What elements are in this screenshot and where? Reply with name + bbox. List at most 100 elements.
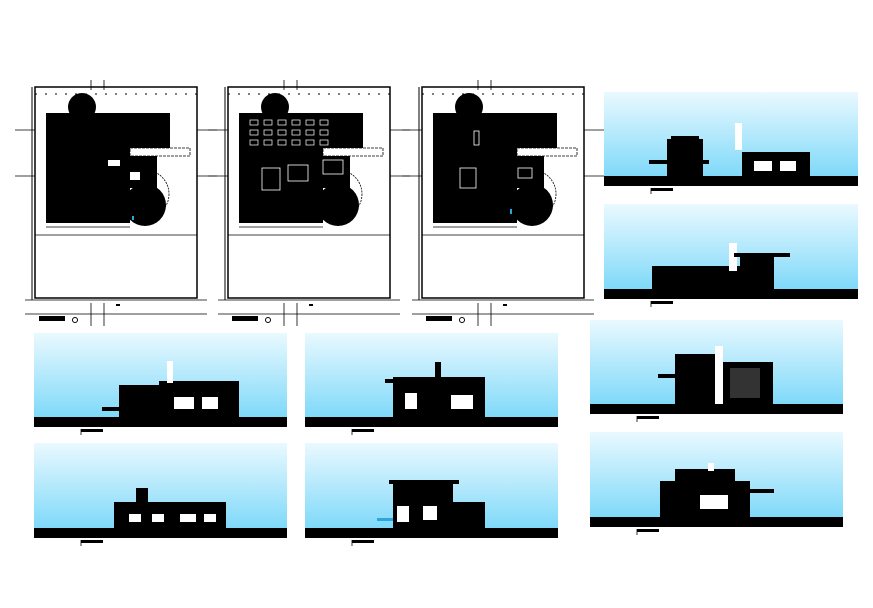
building-element xyxy=(385,379,423,383)
elevation-1 xyxy=(604,92,858,194)
round-pavilion xyxy=(317,184,359,226)
ground-line xyxy=(305,417,558,427)
building-element xyxy=(119,385,159,417)
building-element xyxy=(136,488,148,504)
room-outline xyxy=(291,139,301,146)
building-element xyxy=(202,397,218,409)
room-outline xyxy=(263,119,273,126)
building-core xyxy=(514,156,544,188)
building-element xyxy=(389,480,459,484)
building-element xyxy=(649,160,709,164)
north-arrow-icon xyxy=(265,317,271,323)
room-outline xyxy=(249,119,259,126)
building-element xyxy=(397,506,409,522)
room-outline xyxy=(319,129,329,136)
accent-mark xyxy=(510,209,512,214)
room-outline xyxy=(249,139,259,146)
elevation-title-mark xyxy=(81,429,103,432)
accent-mark xyxy=(132,216,134,220)
building-west-wing xyxy=(239,113,323,223)
room-outline xyxy=(319,119,329,126)
room-outline xyxy=(322,159,344,175)
building-element xyxy=(715,346,723,404)
building-element xyxy=(675,354,715,404)
elevation-title-mark xyxy=(651,188,673,191)
elevation-title-mark xyxy=(637,416,659,419)
room-outline xyxy=(263,139,273,146)
building-element xyxy=(675,469,735,483)
building-element xyxy=(435,362,441,392)
building-element xyxy=(671,136,699,140)
room-outline xyxy=(287,164,309,182)
room-outline xyxy=(291,119,301,126)
elevation-title-mark xyxy=(651,301,673,304)
elevations xyxy=(34,92,858,546)
room-outline xyxy=(277,139,287,146)
ground-line xyxy=(34,528,287,538)
building-element xyxy=(667,139,703,176)
plan-2 xyxy=(208,80,410,326)
building-element xyxy=(423,506,437,520)
building-element xyxy=(658,374,728,378)
scale-bar xyxy=(232,316,258,321)
elevation-title-mark xyxy=(637,529,659,532)
elevation-6 xyxy=(34,443,287,546)
building-element xyxy=(180,514,196,522)
building-element xyxy=(754,161,772,171)
sky-background xyxy=(604,92,858,176)
room-outline xyxy=(277,119,287,126)
building-element xyxy=(174,397,194,409)
room-outline xyxy=(277,129,287,136)
entry-detail xyxy=(108,160,120,166)
room-outline xyxy=(263,129,273,136)
elevation-title-mark xyxy=(352,540,374,543)
floor-plans xyxy=(15,80,604,326)
north-arrow-icon xyxy=(72,317,78,323)
round-pavilion xyxy=(511,184,553,226)
building-element xyxy=(700,495,728,509)
ground-line xyxy=(590,404,843,414)
building-element xyxy=(740,253,774,289)
ground-line xyxy=(305,528,558,538)
elevation-title-mark xyxy=(352,429,374,432)
building-element xyxy=(129,514,141,522)
building-element xyxy=(167,361,173,383)
plan-3 xyxy=(402,80,604,326)
ground-line xyxy=(590,517,843,527)
terrace xyxy=(129,147,191,157)
plan-1 xyxy=(15,80,217,326)
elevation-5 xyxy=(590,320,843,422)
building-element xyxy=(152,514,164,522)
entry-detail xyxy=(130,172,140,180)
terrace xyxy=(322,147,384,157)
ground-line xyxy=(604,176,858,186)
building-element xyxy=(204,514,216,522)
building-element xyxy=(742,152,810,176)
elevation-7 xyxy=(305,443,558,546)
ground-line xyxy=(604,289,858,299)
scale-bar xyxy=(426,316,452,321)
building-element xyxy=(405,393,417,409)
elevation-4 xyxy=(305,333,558,435)
building-element xyxy=(780,161,796,171)
room-outline xyxy=(319,139,329,146)
ground-line xyxy=(34,417,287,427)
building-west-wing xyxy=(46,113,130,223)
building-element xyxy=(451,395,473,409)
building-element xyxy=(734,253,790,257)
plan-frame xyxy=(34,86,198,299)
round-pavilion xyxy=(124,184,166,226)
building-core xyxy=(320,156,350,188)
plan-label-mark xyxy=(116,304,120,306)
north-arrow-icon xyxy=(459,317,465,323)
elevation-8 xyxy=(590,432,843,535)
plan-label-mark xyxy=(309,304,313,306)
plan-frame xyxy=(227,86,391,299)
roof-opening xyxy=(517,167,533,179)
building-element xyxy=(453,502,485,528)
building-element xyxy=(735,123,742,150)
room-outline xyxy=(305,119,315,126)
building-element xyxy=(708,463,714,471)
building-element xyxy=(730,368,760,398)
